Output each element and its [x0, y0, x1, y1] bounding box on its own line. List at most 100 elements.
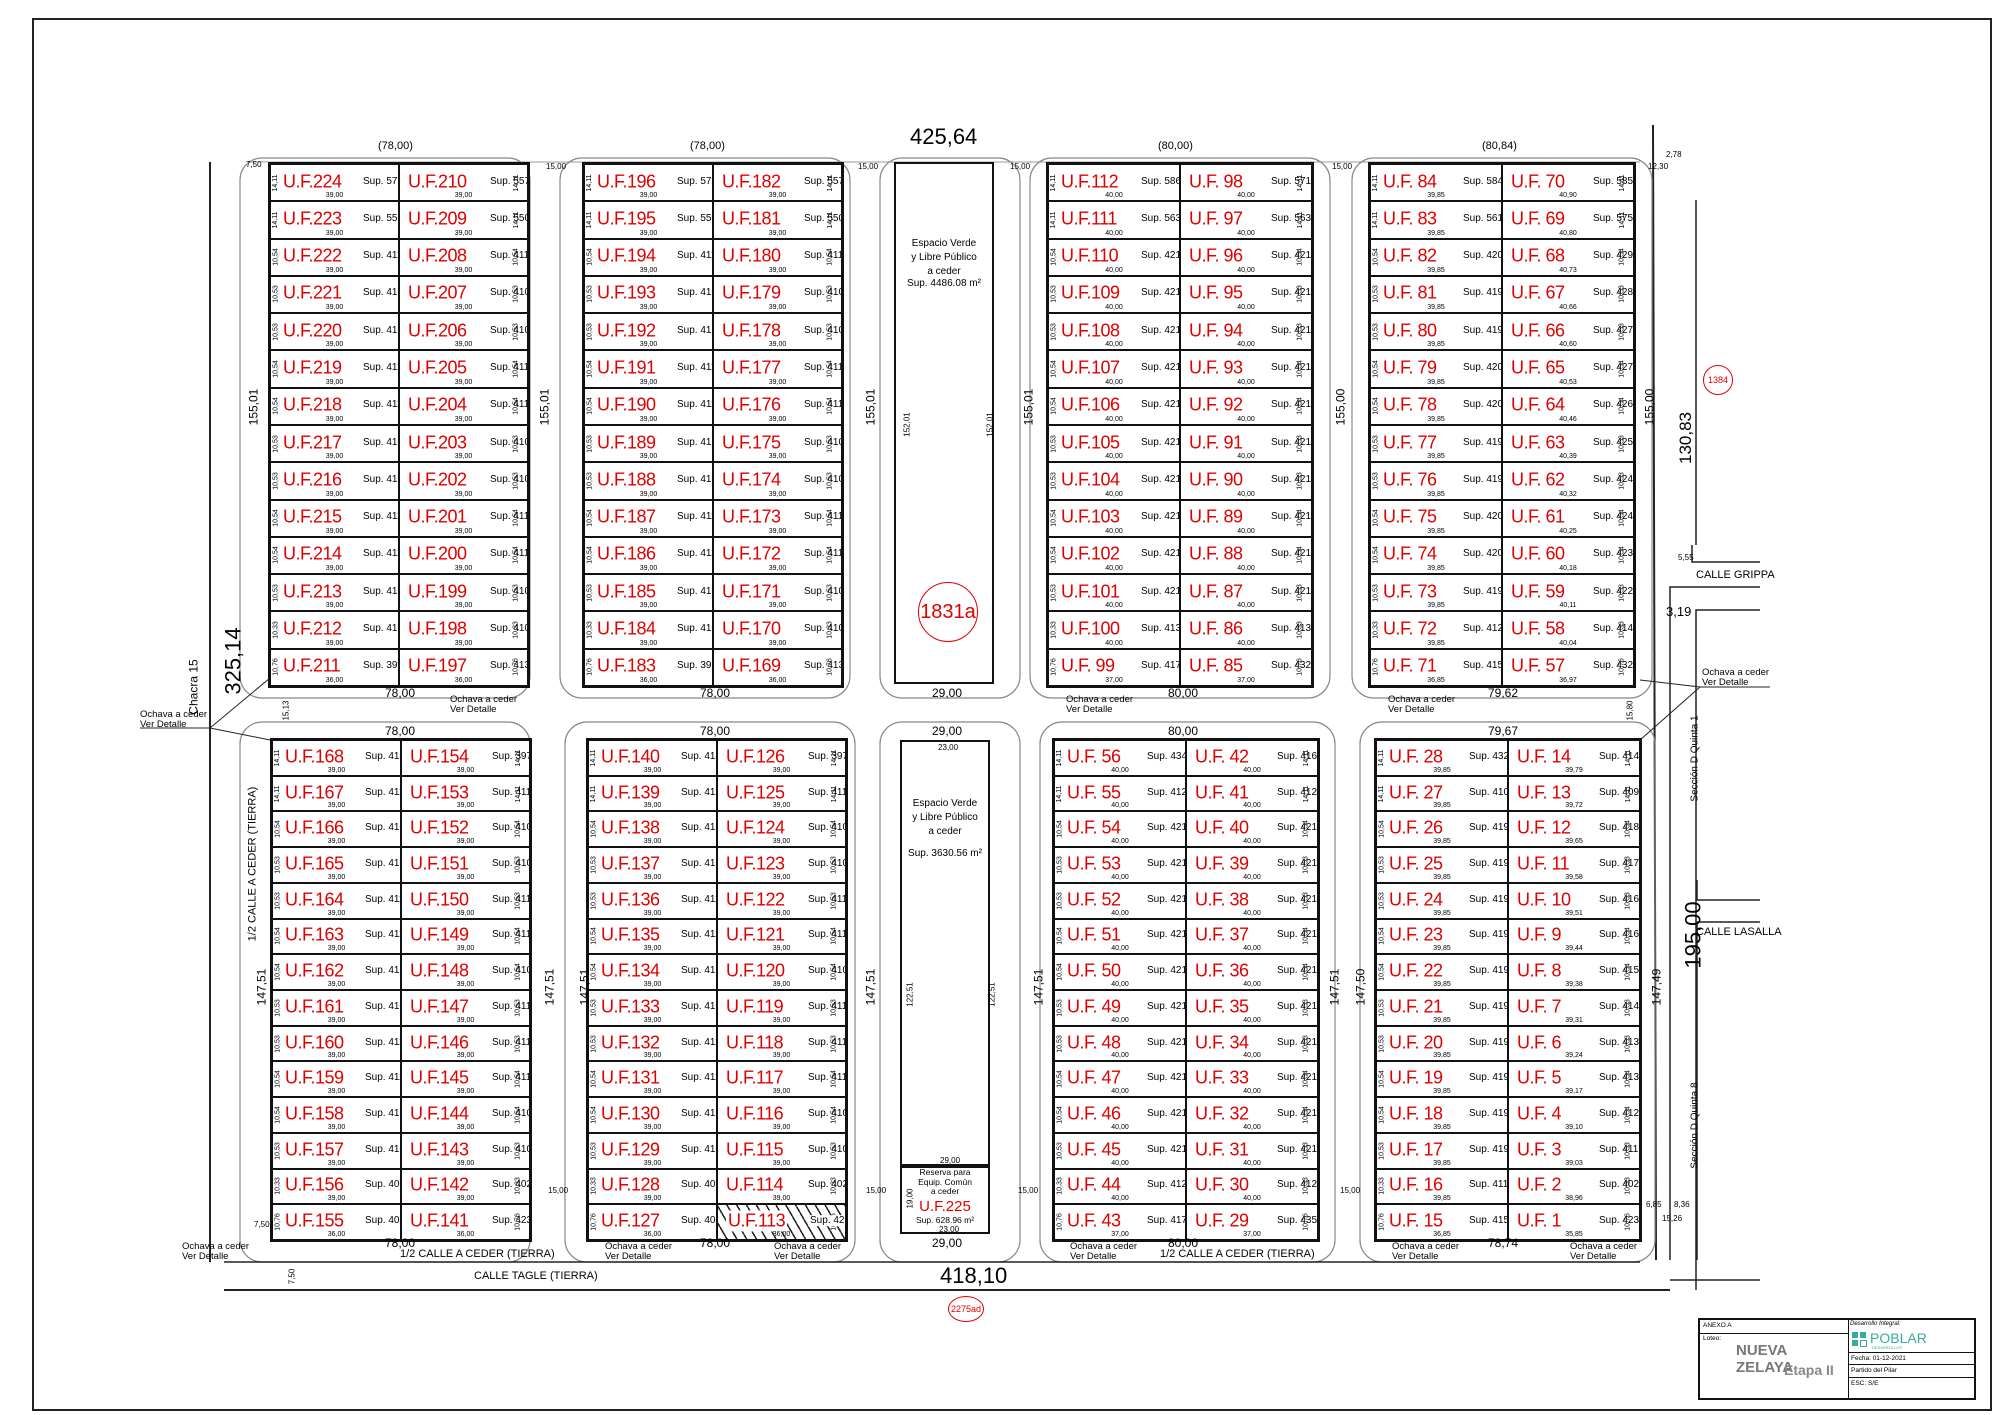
lot-parcel[interactable]: 10,76U.F.127Sup. 406.73 m²36,00	[588, 1204, 717, 1240]
lot-parcel[interactable]: 10,53U.F.157Sup. 410.64 m²39,00	[272, 1132, 401, 1169]
lot-parcel[interactable]: 10,54U.F. 36Sup. 421.57 m²40,00	[1186, 954, 1318, 990]
lot-parcel[interactable]: 10,53U.F. 48Sup. 421.17 m²40,00	[1054, 1025, 1186, 1062]
lot-parcel[interactable]: 10,53U.F. 39Sup. 421.17 m²40,00	[1186, 847, 1318, 883]
lot-parcel[interactable]: 10,54U.F.158Sup. 410.64 m²39,00	[272, 1097, 401, 1133]
lot-parcel[interactable]: 10,54U.F. 68Sup. 429.70 m²40,73	[1502, 238, 1634, 276]
lot-parcel[interactable]: 10,54U.F.163Sup. 411.03 m²39,00	[272, 918, 401, 955]
lot-parcel[interactable]: 14,11U.F. 27Sup. 410.45 m²39,85	[1376, 775, 1508, 812]
lot-parcel[interactable]: 10,53U.F.132Sup. 411.03 m²39,00	[588, 1025, 717, 1062]
lot-parcel[interactable]: 10,54U.F.180Sup. 411.04 m²39,00	[713, 238, 842, 276]
lot-parcel[interactable]: 10,54U.F.148Sup. 410.64 m²39,00	[401, 954, 530, 990]
lot-parcel[interactable]: 10,53U.F. 77Sup. 419.60 m²39,85	[1370, 424, 1502, 463]
lot-parcel[interactable]: 10,53U.F.151Sup. 410.64 m²39,00	[401, 847, 530, 883]
lot-parcel[interactable]: 14,11U.F.168Sup. 414.90 m²39,00	[272, 740, 401, 776]
lot-parcel[interactable]: 10,53U.F. 21Sup. 419.59 m²39,85	[1376, 990, 1508, 1026]
lot-parcel[interactable]: 14,11U.F. 97Sup. 563.86 m²40,00	[1180, 201, 1312, 239]
lot-parcel[interactable]: 10,53U.F. 81Sup. 419.60 m²39,85	[1370, 275, 1502, 314]
lot-parcel[interactable]: 10,53U.F. 49Sup. 421.17 m²40,00	[1054, 990, 1186, 1026]
lot-parcel[interactable]: 10,54U.F.102Sup. 421.62 m²40,00	[1048, 536, 1180, 575]
lot-parcel[interactable]: 10,54U.F. 4Sup. 412.46 m²39,10	[1508, 1097, 1640, 1133]
lot-parcel[interactable]: 10,76U.F.169Sup. 413.88 m²36,00	[713, 648, 842, 686]
lot-parcel[interactable]: 10,53U.F.171Sup. 410.65 m²39,00	[713, 574, 842, 612]
lot-parcel[interactable]: 10,53U.F.104Sup. 421.18 m²40,00	[1048, 462, 1180, 500]
lot-parcel[interactable]: 14,11U.F. 84Sup. 584.90 m²39,85	[1370, 164, 1502, 202]
lot-parcel[interactable]: 14,11U.F.224Sup. 572.12 m²39,00	[270, 164, 399, 202]
lot-parcel[interactable]: 10,54U.F.135Sup. 411.03 m²39,00	[588, 918, 717, 955]
lot-parcel[interactable]: 10,53U.F.220Sup. 410.65 m²39,00	[270, 313, 399, 351]
lot-parcel[interactable]: 10,53U.F. 91Sup. 421.18 m²40,00	[1180, 424, 1312, 463]
lot-parcel[interactable]: 10,76U.F. 57Sup. 432.50 m²36,97	[1502, 648, 1634, 686]
lot-parcel[interactable]: 10,33U.F.156Sup. 402.86 m²39,00	[272, 1168, 401, 1205]
lot-parcel[interactable]: 10,54U.F. 8Sup. 415.38 m²39,38	[1508, 954, 1640, 990]
lot-parcel[interactable]: 10,54U.F. 54Sup. 421.57 m²40,00	[1054, 811, 1186, 848]
lot-parcel[interactable]: 10,33U.F. 58Sup. 414.67 m²40,04	[1502, 611, 1634, 649]
lot-parcel[interactable]: 10,53U.F. 76Sup. 419.60 m²39,85	[1370, 462, 1502, 500]
lot-parcel[interactable]: 10,54U.F. 64Sup. 426.78 m²40,46	[1502, 387, 1634, 425]
lot-parcel[interactable]: 10,76U.F. 71Sup. 415.46 m²36,85	[1370, 648, 1502, 686]
lot-parcel[interactable]: 10,33U.F.142Sup. 402.86 m²39,00	[401, 1168, 530, 1205]
lot-parcel[interactable]: 10,53U.F.119Sup. 411.03 m²39,00	[717, 990, 846, 1026]
lot-parcel[interactable]: 10,54U.F.124Sup. 410.64 m²39,00	[717, 811, 846, 848]
lot-parcel[interactable]: 10,53U.F.193Sup. 410.65 m²39,00	[584, 275, 713, 314]
lot-parcel[interactable]: 14,11U.F.223Sup. 550.15 m²39,00	[270, 201, 399, 239]
lot-parcel[interactable]: 10,53U.F.207Sup. 410.65 m²39,00	[399, 275, 528, 314]
lot-parcel[interactable]: 10,33U.F. 2Sup. 402.65 m²38,96	[1508, 1168, 1640, 1205]
lot-parcel[interactable]: 10,54U.F.110Sup. 421.58 m²40,00	[1048, 238, 1180, 276]
lot-parcel[interactable]: 10,54U.F.138Sup. 410.64 m²39,00	[588, 811, 717, 848]
lot-parcel[interactable]: 10,53U.F. 3Sup. 411.34 m²39,03	[1508, 1132, 1640, 1169]
lot-parcel[interactable]: 10,53U.F.216Sup. 410.65 m²39,00	[270, 462, 399, 500]
lot-parcel[interactable]: 10,53U.F. 80Sup. 419.60 m²39,85	[1370, 313, 1502, 351]
lot-parcel[interactable]: 10,53U.F.189Sup. 410.65 m²39,00	[584, 424, 713, 463]
lot-parcel[interactable]: 10,53U.F.203Sup. 410.65 m²39,00	[399, 424, 528, 463]
lot-parcel[interactable]: 10,53U.F.165Sup. 410.64 m²39,00	[272, 847, 401, 883]
lot-parcel[interactable]: 14,11U.F.154Sup. 397.78 m²39,00	[401, 740, 530, 776]
lot-parcel[interactable]: 10,54U.F. 50Sup. 421.57 m²40,00	[1054, 954, 1186, 990]
lot-parcel[interactable]: 10,33U.F.128Sup. 402.86 m²39,00	[588, 1168, 717, 1205]
lot-parcel[interactable]: 10,54U.F. 40Sup. 421.57 m²40,00	[1186, 811, 1318, 848]
lot-parcel[interactable]: 10,53U.F. 73Sup. 419.79 m²39,85	[1370, 574, 1502, 612]
lot-parcel[interactable]: 10,54U.F.214Sup. 411.04 m²39,00	[270, 536, 399, 575]
lot-parcel[interactable]: 10,53U.F.118Sup. 411.03 m²39,00	[717, 1025, 846, 1062]
lot-parcel[interactable]: 10,53U.F.217Sup. 410.65 m²39,00	[270, 424, 399, 463]
lot-parcel[interactable]: 10,53U.F.221Sup. 410.65 m²39,00	[270, 275, 399, 314]
lot-parcel[interactable]: 14,11U.F.111Sup. 563.86 m²40,00	[1048, 201, 1180, 239]
lot-parcel[interactable]: 10,53U.F. 59Sup. 422.91 m²40,11	[1502, 574, 1634, 612]
lot-parcel[interactable]: 10,33U.F.212Sup. 410.65 m²39,00	[270, 611, 399, 649]
lot-parcel[interactable]: 10,53U.F.147Sup. 411.03 m²39,00	[401, 990, 530, 1026]
lot-parcel[interactable]: 10,54U.F.215Sup. 411.04 m²39,00	[270, 499, 399, 537]
lot-parcel[interactable]: 14,11U.F. 98Sup. 571.57 m²40,00	[1180, 164, 1312, 202]
lot-parcel[interactable]: 10,54U.F.152Sup. 410.64 m²39,00	[401, 811, 530, 848]
lot-parcel[interactable]: 10,53U.F. 24Sup. 419.59 m²39,85	[1376, 882, 1508, 919]
lot-parcel[interactable]: 14,11U.F.125Sup. 411.03 m²39,00	[717, 775, 846, 812]
lot-parcel[interactable]: 10,54U.F.187Sup. 411.04 m²39,00	[584, 499, 713, 537]
lot-parcel[interactable]: 10,54U.F. 33Sup. 421.57 m²40,00	[1186, 1061, 1318, 1098]
lot-parcel[interactable]: 14,11U.F.196Sup. 572.12 m²39,00	[584, 164, 713, 202]
lot-parcel[interactable]: 10,53U.F. 52Sup. 421.17 m²40,00	[1054, 882, 1186, 919]
lot-parcel[interactable]: 10,53U.F. 25Sup. 419.59 m²39,85	[1376, 847, 1508, 883]
lot-parcel[interactable]: 10,76U.F. 99Sup. 417.07 m²37,00	[1048, 648, 1180, 686]
lot-parcel[interactable]: 10,54U.F.190Sup. 411.04 m²39,00	[584, 387, 713, 425]
lot-parcel[interactable]: 10,54U.F.200Sup. 411.04 m²39,00	[399, 536, 528, 575]
lot-parcel[interactable]: 10,54U.F.103Sup. 421.58 m²40,00	[1048, 499, 1180, 537]
lot-parcel[interactable]: 10,53U.F.202Sup. 410.65 m²39,00	[399, 462, 528, 500]
lot-parcel[interactable]: 10,33U.F.184Sup. 410.65 m²39,00	[584, 611, 713, 649]
lot-parcel[interactable]: 10,54U.F. 82Sup. 420.00 m²39,85	[1370, 238, 1502, 276]
lot-parcel[interactable]: 10,54U.F.134Sup. 410.64 m²39,00	[588, 954, 717, 990]
lot-parcel[interactable]: 10,54U.F.191Sup. 411.04 m²39,00	[584, 350, 713, 388]
lot-parcel[interactable]: 10,53U.F.143Sup. 410.64 m²39,00	[401, 1132, 530, 1169]
lot-parcel[interactable]: 14,11U.F.181Sup. 550.15 m²39,00	[713, 201, 842, 239]
lot-parcel[interactable]: 10,54U.F. 74Sup. 420.00 m²39,85	[1370, 536, 1502, 575]
lot-parcel[interactable]: 10,53U.F.129Sup. 410.64 m²39,00	[588, 1132, 717, 1169]
lot-parcel[interactable]: 10,33U.F. 86Sup. 413.86 m²40,00	[1180, 611, 1312, 649]
lot-parcel[interactable]: 10,53U.F.178Sup. 410.65 m²39,00	[713, 313, 842, 351]
lot-parcel[interactable]: 10,53U.F. 63Sup. 425.64 m²40,39	[1502, 424, 1634, 463]
lot-parcel[interactable]: 10,54U.F.130Sup. 410.64 m²39,00	[588, 1097, 717, 1133]
lot-parcel[interactable]: 14,11U.F. 55Sup. 412.17 m²40,00	[1054, 775, 1186, 812]
lot-parcel[interactable]: 14,11U.F.139Sup. 411.03 m²39,00	[588, 775, 717, 812]
lot-parcel[interactable]: 10,53U.F.115Sup. 410.64 m²39,00	[717, 1132, 846, 1169]
lot-parcel[interactable]: 10,53U.F.109Sup. 421.18 m²40,00	[1048, 275, 1180, 314]
lot-parcel[interactable]: 10,33U.F. 30Sup. 412.97 m²40,00	[1186, 1168, 1318, 1205]
lot-parcel[interactable]: 10,53U.F. 90Sup. 421.18 m²40,00	[1180, 462, 1312, 500]
lot-parcel[interactable]: 10,54U.F.121Sup. 411.03 m²39,00	[717, 918, 846, 955]
lot-parcel[interactable]: 10,54U.F.176Sup. 411.04 m²39,00	[713, 387, 842, 425]
